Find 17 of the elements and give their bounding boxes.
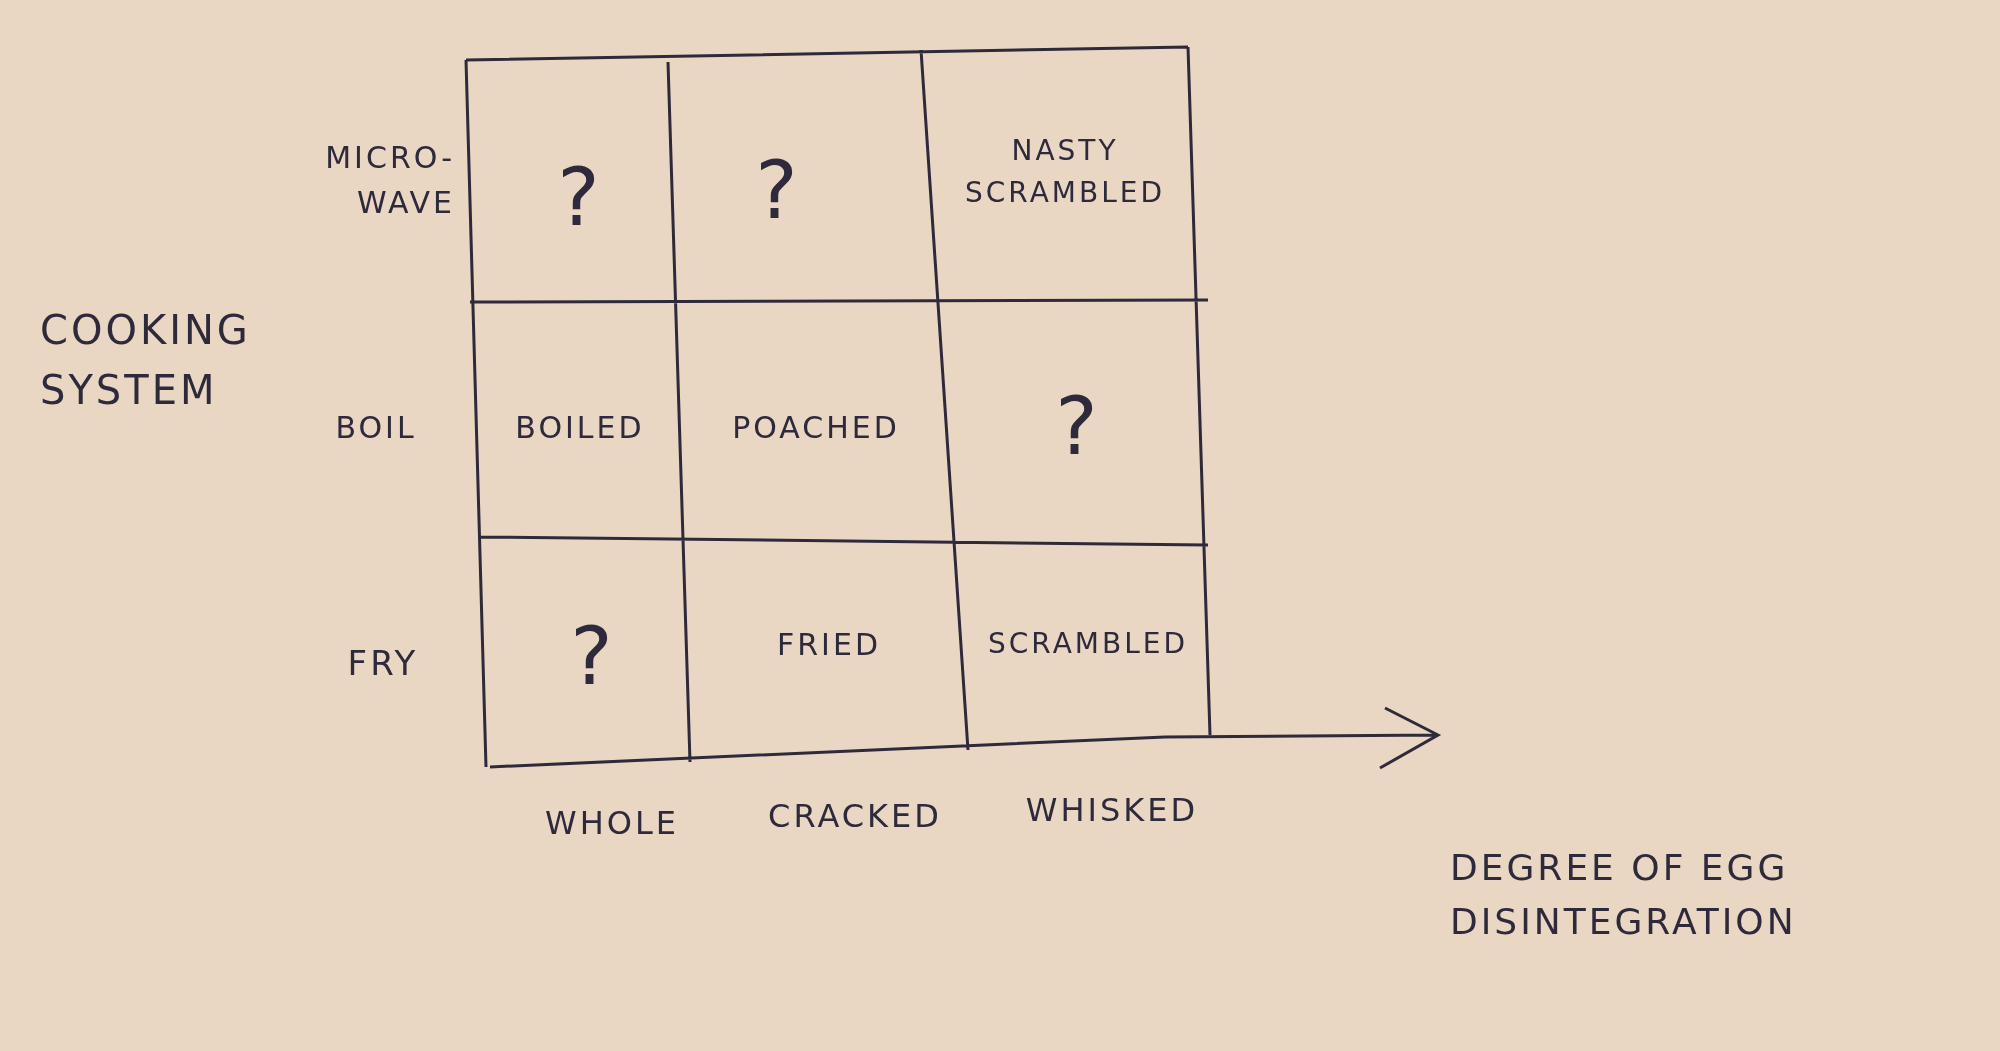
column-label: WHOLE [544,803,680,844]
row-label: BOIL [334,408,418,447]
axis-title: DEGREE OF EGG DISINTEGRATION [1450,846,1798,944]
column-label: CRACKED [767,796,943,837]
axis-title: COOKING SYSTEM [40,306,252,415]
cell-text: ? [556,150,604,246]
cell-text: SCRAMBLED [987,626,1189,662]
row-label: MICRO-WAVE [324,139,455,222]
cell-text: POACHED [731,408,901,447]
cell-text: ? [1054,379,1102,475]
cell-text: ? [569,609,617,705]
cell-text: FRIED [776,625,882,664]
cell-text: BOILED [514,408,646,447]
column-label: WHISKED [1024,790,1200,831]
cell-text: NASTY SCRAMBLED [964,133,1166,211]
row-label: FRY [346,641,420,685]
cell-text: ? [754,143,802,239]
